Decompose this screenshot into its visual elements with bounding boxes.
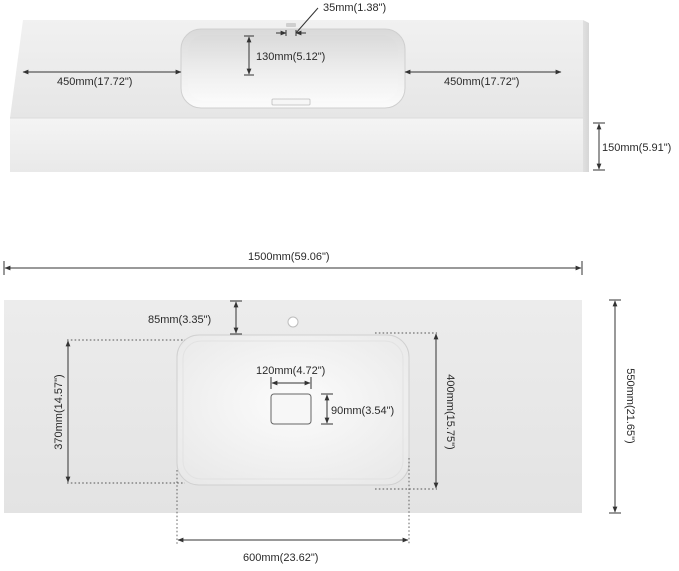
drain-width-label: 120mm(4.72") bbox=[256, 365, 325, 377]
slab-thickness-label: 150mm(5.91") bbox=[602, 142, 671, 154]
basin-inner bbox=[188, 35, 398, 101]
countertop-front-face bbox=[10, 118, 583, 172]
tap-offset-label: 85mm(3.35") bbox=[148, 314, 211, 326]
left-margin-label: 450mm(17.72") bbox=[57, 76, 132, 88]
basin-outer-height-label: 400mm(15.75") bbox=[444, 374, 456, 449]
basin-inner-height-label: 370mm(14.57") bbox=[53, 374, 65, 449]
countertop-side-face bbox=[583, 20, 589, 172]
basin-depth-label: 130mm(5.12") bbox=[256, 51, 325, 63]
right-margin-label: 450mm(17.72") bbox=[444, 76, 519, 88]
total-length-label: 1500mm(59.06") bbox=[248, 251, 330, 263]
tap-hole-top bbox=[287, 316, 299, 328]
tap-width-label: 35mm(1.38") bbox=[323, 2, 386, 14]
top-view: 1500mm(59.06") 85mm(3.35") 120mm(4.72") … bbox=[3, 251, 636, 564]
drain-cover bbox=[271, 98, 311, 106]
tap-hole bbox=[286, 23, 296, 27]
total-depth-label: 550mm(21.65") bbox=[624, 368, 636, 443]
drain-height-label: 90mm(3.54") bbox=[331, 405, 394, 417]
front-view: 35mm(1.38") 130mm(5.12") 450mm(17.72") 4… bbox=[10, 2, 671, 172]
basin-rim-inner bbox=[182, 340, 404, 480]
basin-width-label: 600mm(23.62") bbox=[243, 552, 318, 564]
drain-cover-top bbox=[270, 393, 312, 425]
